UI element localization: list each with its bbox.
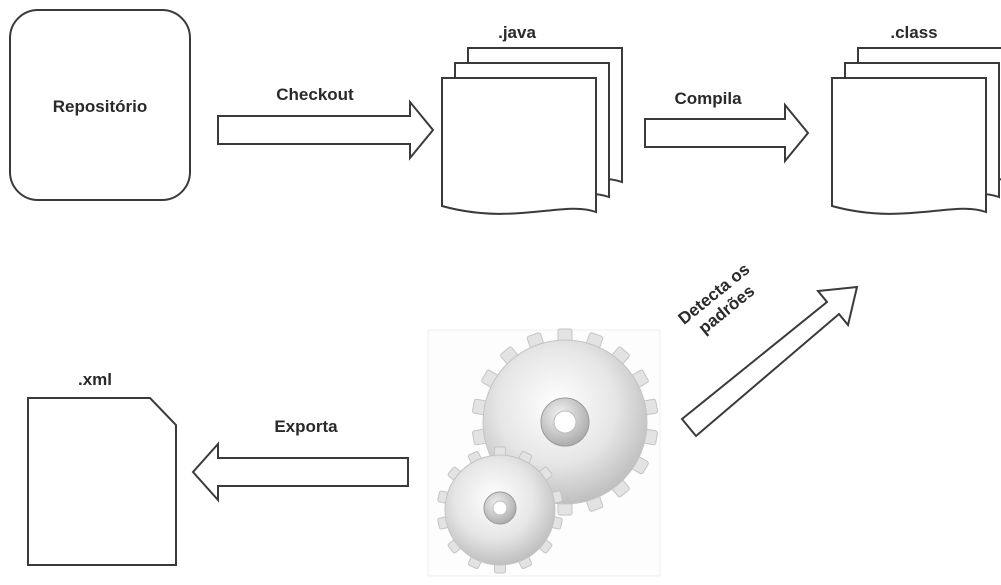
- class-doc-front: [831, 77, 987, 215]
- export-edge: Exporta: [191, 417, 409, 503]
- repository-node: Repositório: [9, 9, 191, 201]
- small-gear-hole: [492, 500, 508, 516]
- xml-label: .xml: [78, 370, 112, 389]
- repository-label: Repositório: [53, 97, 147, 116]
- detect-arrow: [680, 285, 859, 438]
- export-arrow: [191, 441, 409, 503]
- java-documents: .java: [441, 23, 623, 215]
- java-label: .java: [498, 23, 536, 42]
- class-documents: .class: [831, 23, 1001, 215]
- export-label: Exporta: [274, 417, 338, 436]
- xml-document: .xml: [27, 370, 177, 566]
- repository-box: [9, 9, 191, 201]
- gears-icon: [427, 328, 661, 577]
- java-doc-front: [441, 77, 597, 215]
- checkout-edge: Checkout: [217, 85, 435, 161]
- compile-label: Compila: [674, 89, 742, 108]
- class-label: .class: [890, 23, 937, 42]
- xml-doc: [27, 397, 177, 566]
- compile-arrow: [644, 102, 810, 164]
- checkout-label: Checkout: [276, 85, 354, 104]
- large-gear-hole: [553, 410, 577, 434]
- detect-edge: Detecta os padrões: [675, 260, 859, 438]
- checkout-arrow: [217, 99, 435, 161]
- compile-edge: Compila: [644, 89, 810, 164]
